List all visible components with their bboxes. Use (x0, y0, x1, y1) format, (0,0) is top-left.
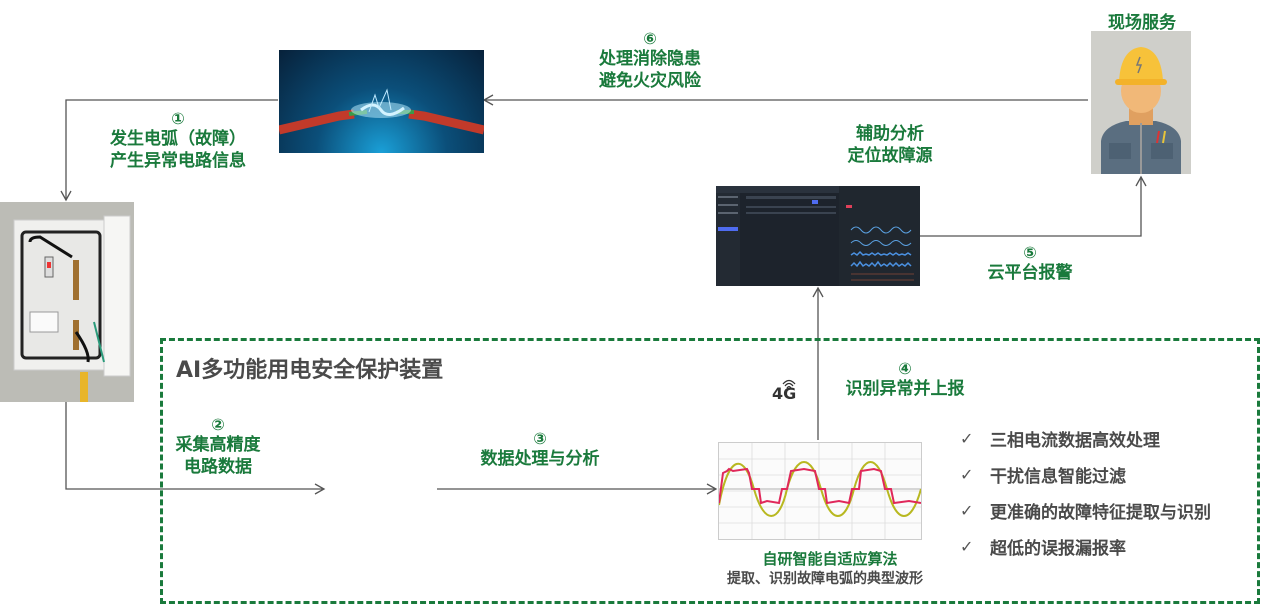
step-2-number: ② (211, 415, 225, 434)
arc-fault-waveform (718, 442, 922, 540)
feature-item: ✓ 更准确的故障特征提取与识别 (960, 492, 1211, 528)
feature-text: 更准确的故障特征提取与识别 (990, 502, 1211, 523)
electrician-illustration (1091, 31, 1191, 174)
step-6-line2: 避免火灾风险 (599, 71, 701, 91)
distribution-cabinet-photo (0, 202, 134, 402)
step-6-line1: 处理消除隐患 (599, 49, 701, 69)
step-1-line2: 产生异常电路信息 (110, 151, 246, 171)
check-icon: ✓ (960, 428, 974, 448)
feature-list: ✓ 三相电流数据高效处理 ✓ 干扰信息智能过滤 ✓ 更准确的故障特征提取与识别 … (960, 420, 1211, 564)
step-1-number: ① (171, 109, 185, 128)
step-2-label: ② 采集高精度 电路数据 (158, 416, 278, 478)
device-box (160, 338, 1260, 604)
step-5-label: ⑤ 云平台报警 (970, 244, 1090, 284)
step-5-number: ⑤ (1023, 243, 1037, 262)
feature-item: ✓ 干扰信息智能过滤 (960, 456, 1211, 492)
check-icon: ✓ (960, 536, 974, 556)
step-6-number: ⑥ (643, 29, 657, 48)
step-4-label: ④ 识别异常并上报 (830, 360, 980, 400)
network-4g-label: 4G (772, 384, 797, 403)
step-2-line2: 电路数据 (184, 457, 252, 477)
step-5-line1: 云平台报警 (987, 263, 1073, 283)
step-1-line1: 发生电弧（故障） (110, 129, 246, 149)
arc-wire-photo (279, 50, 484, 153)
assist-line1: 辅助分析 (856, 124, 924, 144)
cloud-platform-dashboard (716, 186, 920, 286)
algo-subcaption: 提取、识别故障电弧的典型波形 (727, 571, 923, 587)
step-6-label: ⑥ 处理消除隐患 避免火灾风险 (570, 30, 730, 92)
arrow-arc-to-cabinet (60, 99, 278, 202)
device-box-title: AI多功能用电安全保护装置 (176, 358, 444, 383)
arrow-dashboard-to-worker (920, 175, 1147, 237)
current-wave (719, 467, 921, 505)
step-4-number: ④ (898, 359, 912, 378)
assist-line2: 定位故障源 (847, 146, 933, 166)
step-3-number: ③ (533, 429, 547, 448)
step-1-label: ① 发生电弧（故障） 产生异常电路信息 (88, 110, 268, 172)
algo-caption: 自研智能自适应算法 (762, 550, 898, 568)
feature-text: 超低的误报漏报率 (990, 538, 1126, 559)
step-3-line1: 数据处理与分析 (480, 449, 600, 469)
feature-item: ✓ 三相电流数据高效处理 (960, 420, 1211, 456)
step-4-line1: 识别异常并上报 (845, 379, 965, 399)
feature-text: 干扰信息智能过滤 (990, 466, 1126, 487)
waveform-graph (719, 443, 921, 539)
field-service-title: 现场服务 (1108, 13, 1176, 33)
check-icon: ✓ (960, 500, 974, 520)
step-3-label: ③ 数据处理与分析 (460, 430, 620, 470)
network-4g-icon: 4G (770, 374, 806, 404)
arrow-cabinet-to-device (65, 402, 326, 495)
feature-item: ✓ 超低的误报漏报率 (960, 528, 1211, 564)
assist-analysis-label: 辅助分析 定位故障源 (830, 123, 950, 167)
step-2-line1: 采集高精度 (175, 435, 261, 455)
check-icon: ✓ (960, 464, 974, 484)
feature-text: 三相电流数据高效处理 (990, 430, 1160, 451)
